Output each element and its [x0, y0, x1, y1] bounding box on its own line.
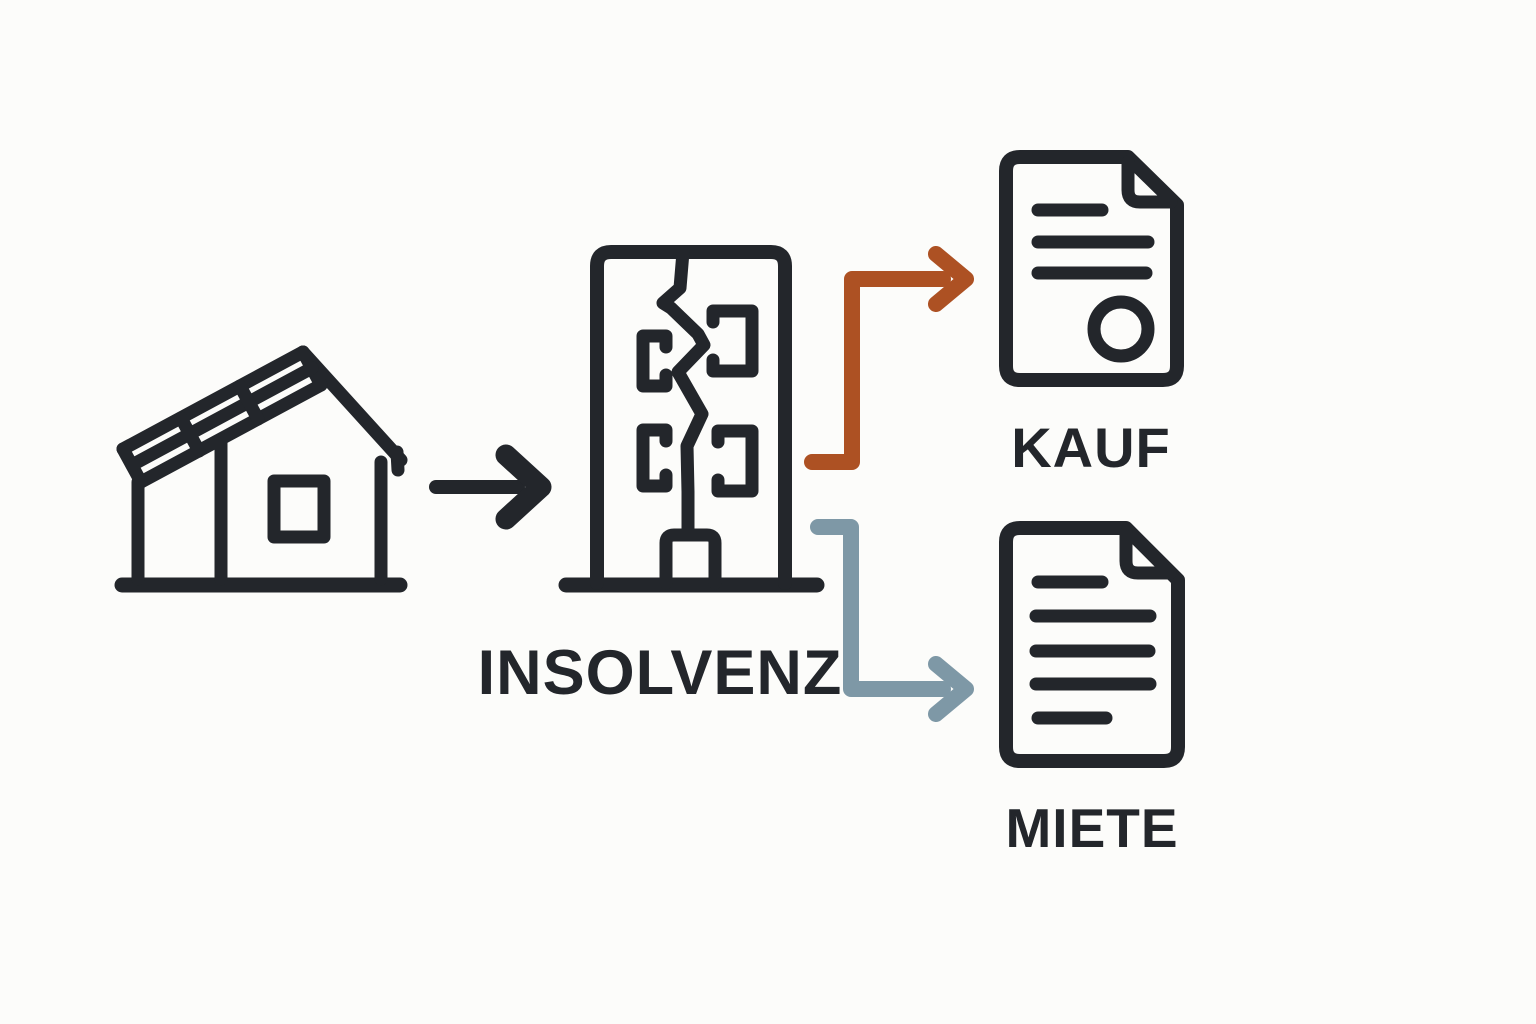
miete-label: MIETE [1005, 797, 1179, 859]
kauf-doc-fold [1121, 155, 1178, 209]
kauf-arrow-head [928, 246, 974, 312]
flow-arrow-icon [429, 444, 552, 530]
building-window-upper-left [636, 329, 673, 393]
miete-arrow-shaft [810, 519, 951, 697]
rental-document-icon [999, 521, 1185, 768]
solar-roof-bottom-edge [134, 378, 328, 489]
miete-arrow-head [928, 656, 974, 722]
kauf-doc-seal [1087, 295, 1155, 363]
purchase-document-icon [999, 150, 1184, 387]
house-window [267, 474, 331, 544]
insolvenz-label: INSOLVENZ [477, 638, 843, 708]
flow-arrow-head [495, 444, 552, 530]
house-icon [114, 345, 408, 593]
solar-roof-top-edge [116, 345, 310, 456]
solar-panel-midline [125, 361, 319, 472]
miete-arrow-icon [810, 519, 974, 722]
kauf-arrow-shaft [804, 271, 951, 470]
building-window-lower-left [636, 423, 673, 493]
solar-panel-rung-1 [233, 379, 265, 426]
solar-panel-rung-2 [174, 411, 206, 458]
house-eave-tip [390, 445, 405, 477]
miete-doc-fold [1119, 526, 1177, 580]
building-outline [590, 245, 792, 590]
cracked-building-icon [558, 245, 825, 593]
miete-doc-outline [999, 521, 1185, 768]
building-crack [656, 245, 711, 542]
building-door [659, 528, 722, 590]
kauf-label: KAUF [1011, 416, 1171, 479]
building-window-lower-right [711, 424, 759, 498]
kauf-arrow-icon [804, 246, 974, 470]
building-window-upper-right [706, 304, 759, 378]
kauf-doc-outline [999, 150, 1184, 387]
